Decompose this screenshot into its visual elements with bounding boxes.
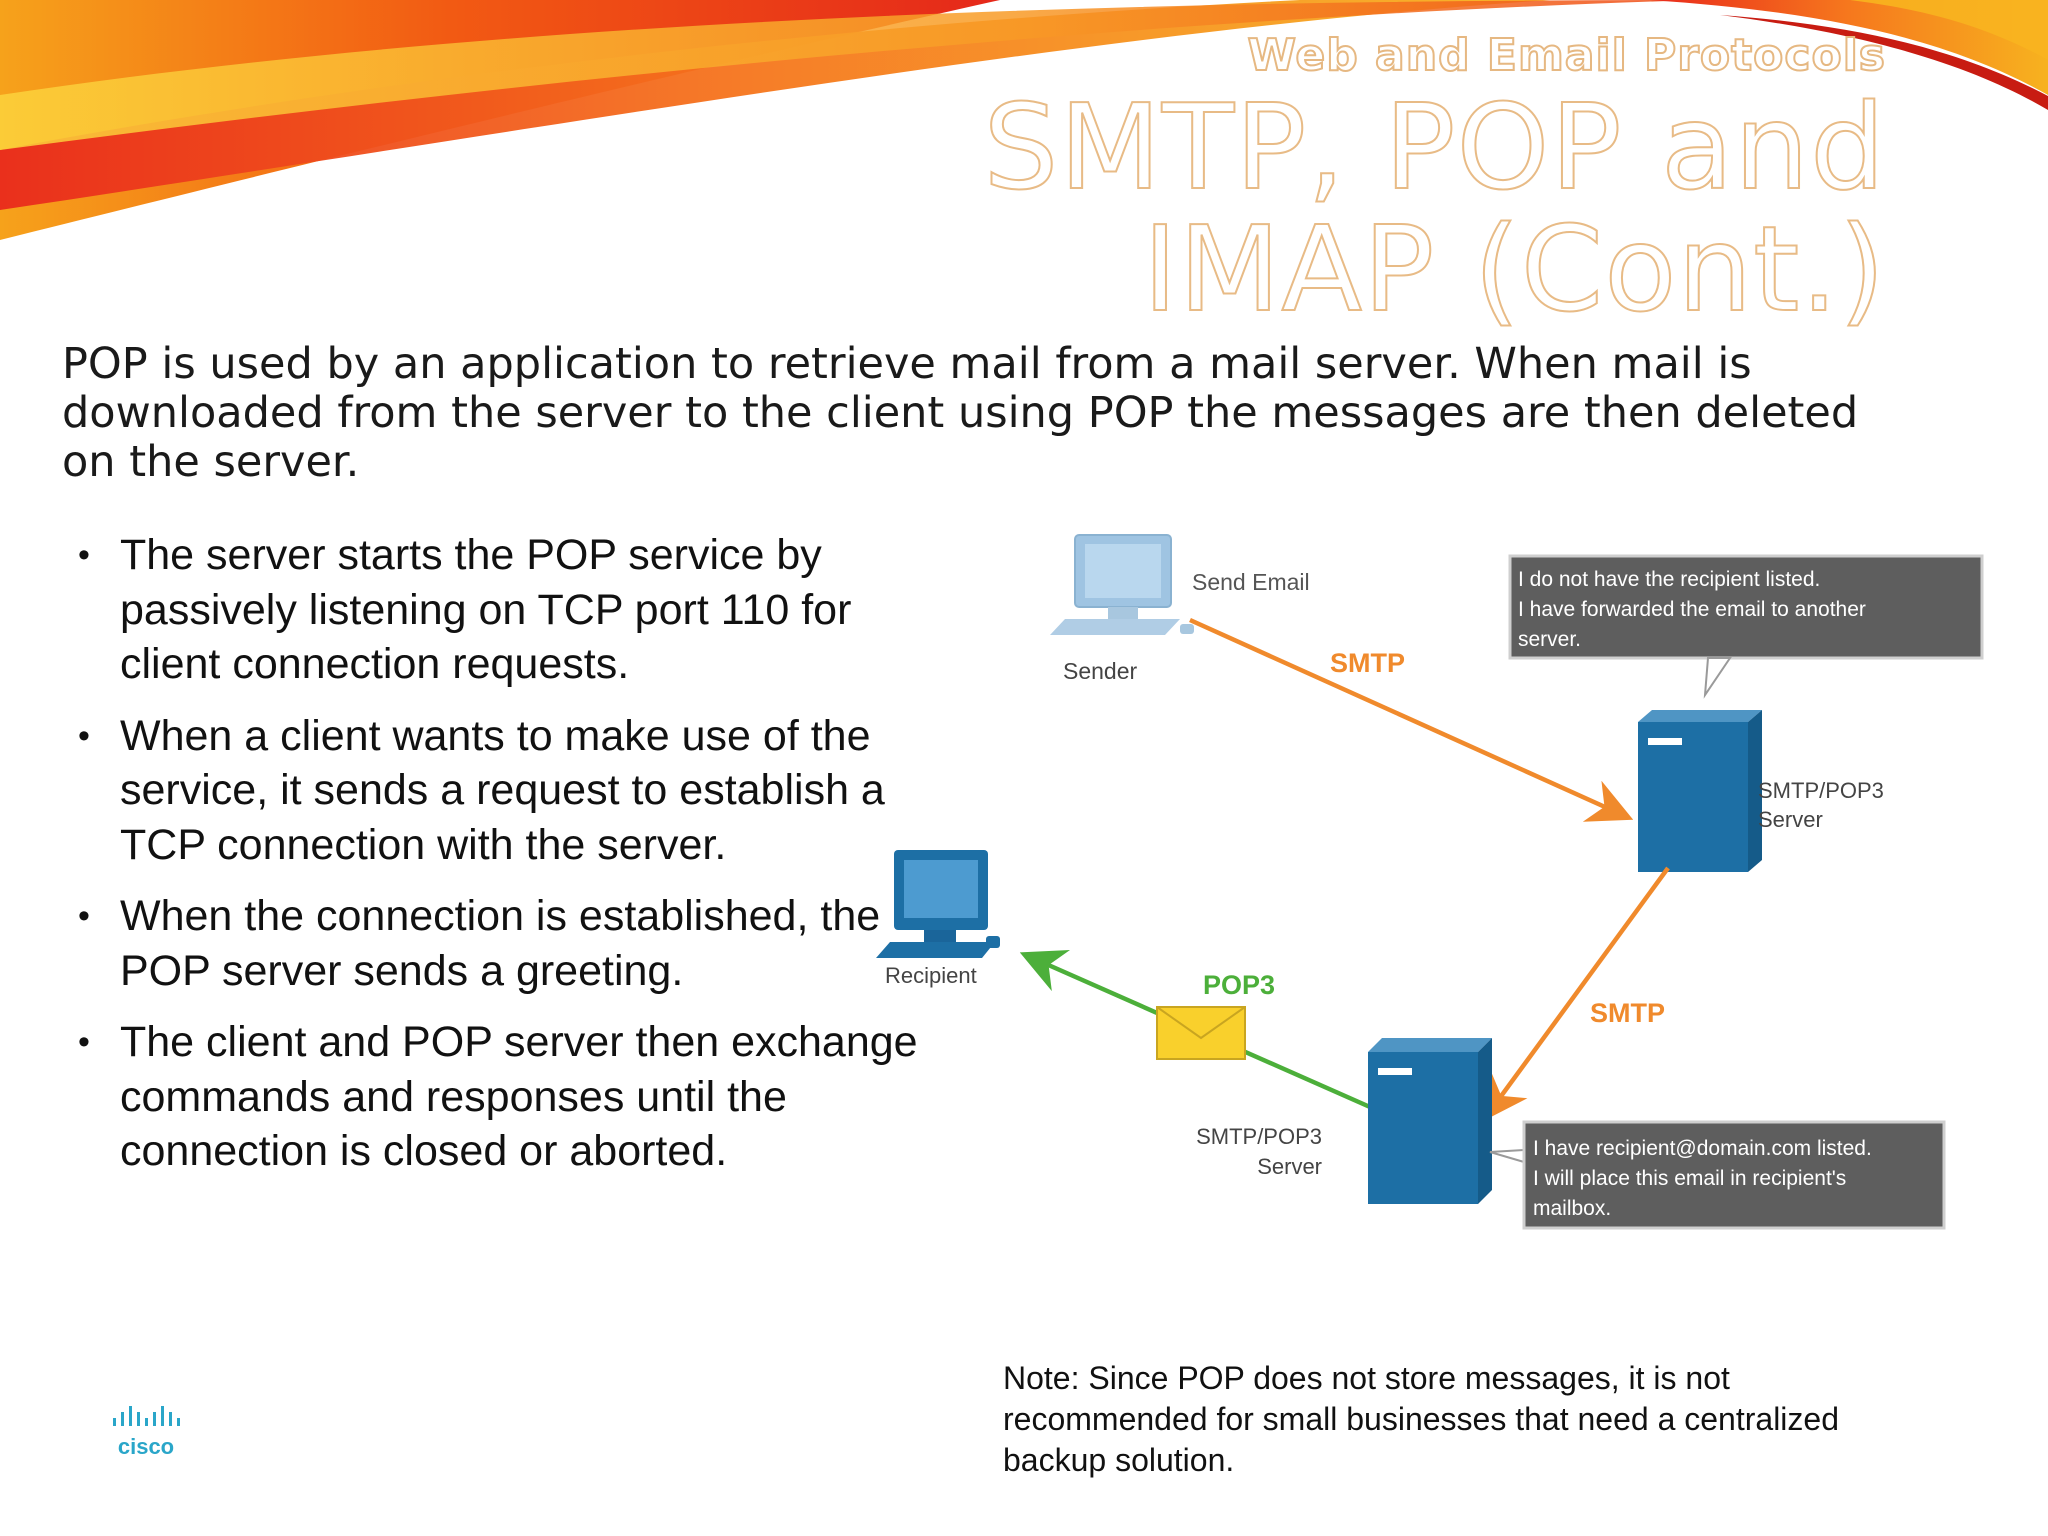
sender-computer-icon xyxy=(1050,534,1194,635)
server-top-label-1: SMTP/POP3 xyxy=(1758,778,1884,803)
header-banner-swoosh xyxy=(0,0,2048,240)
bullet-item: • The server starts the POP service by pa… xyxy=(78,528,918,692)
email-flow-diagram: Send Email Sender SMTP I do not have the… xyxy=(876,534,1984,1230)
slide-subtitle: Web and Email Protocols xyxy=(1246,29,1886,82)
cisco-logo-icon: cisco xyxy=(113,1406,180,1459)
bullet-dot-icon: • xyxy=(78,897,90,935)
bullet-item: • The client and POP server then exchange… xyxy=(78,1015,918,1179)
smtp-arrow-server-to-server xyxy=(1482,866,1670,1122)
callout-top-line: server. xyxy=(1518,628,1581,651)
bullet-dot-icon: • xyxy=(78,716,90,755)
callout-bottom: I have recipient@domain.com listed. I wi… xyxy=(1489,1120,1946,1230)
bullet-list: • The server starts the POP service by pa… xyxy=(78,528,918,1196)
recipient-computer-icon xyxy=(876,850,1000,958)
server-bottom-icon xyxy=(1368,1038,1492,1204)
callout-top-line: I do not have the recipient listed. xyxy=(1518,568,1820,591)
smtp-label-bottom: SMTP xyxy=(1590,998,1665,1028)
callout-bottom-line: mailbox. xyxy=(1533,1197,1611,1220)
server-top-label-2: Server xyxy=(1758,807,1823,832)
callout-bottom-line: I have recipient@domain.com listed. xyxy=(1533,1137,1872,1160)
send-email-label: Send Email xyxy=(1192,569,1310,595)
cisco-logo-text: cisco xyxy=(118,1434,174,1459)
bullet-dot-icon: • xyxy=(78,1023,90,1061)
server-bottom-label-2: Server xyxy=(1257,1154,1322,1179)
bullet-item: • When a client wants to make use of the … xyxy=(78,709,918,873)
intro-paragraph: POP is used by an application to retriev… xyxy=(62,339,1859,487)
bullet-text: When the connection is established, the … xyxy=(120,892,881,995)
envelope-icon xyxy=(1156,1006,1246,1060)
pop3-label: POP3 xyxy=(1203,970,1275,1000)
callout-top-line: I have forwarded the email to another xyxy=(1518,598,1866,621)
bullet-text: The server starts the POP service by pas… xyxy=(120,531,852,688)
bullet-text: The client and POP server then exchange … xyxy=(120,1018,918,1175)
bullet-item: • When the connection is established, the… xyxy=(78,889,918,998)
callout-bottom-line: I will place this email in recipient's xyxy=(1533,1167,1846,1190)
bullet-text: When a client wants to make use of the s… xyxy=(120,711,885,869)
server-bottom-label-1: SMTP/POP3 xyxy=(1196,1124,1322,1149)
callout-top: I do not have the recipient listed. I ha… xyxy=(1508,554,1984,699)
sender-label: Sender xyxy=(1063,658,1138,684)
server-top-icon xyxy=(1638,710,1762,872)
smtp-arrow-sender-to-server xyxy=(1189,617,1634,822)
slide-title: SMTP, POP and IMAP (Cont.) xyxy=(982,78,1886,338)
bullet-dot-icon: • xyxy=(78,536,90,574)
smtp-label-top: SMTP xyxy=(1330,648,1405,678)
note-text: Note: Since POP does not store messages,… xyxy=(1003,1360,1839,1478)
recipient-label: Recipient xyxy=(885,963,977,988)
